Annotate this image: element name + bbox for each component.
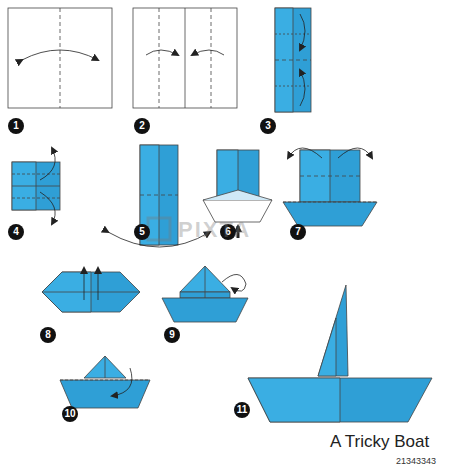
- step-number: 2: [134, 118, 150, 134]
- watermark: PIXTA: [178, 217, 251, 243]
- step-circle: [8, 224, 24, 240]
- step-number: 10: [62, 406, 78, 422]
- step-circle: [8, 118, 24, 134]
- step-circle: [290, 224, 306, 240]
- step-number: 11: [234, 402, 250, 418]
- step-circle: [134, 118, 150, 134]
- step-circle: [260, 118, 276, 134]
- step-number: 9: [164, 327, 180, 343]
- step-number: 3: [260, 118, 276, 134]
- step-circle: [134, 224, 150, 240]
- step-circle: [62, 406, 78, 422]
- step-circle: [164, 327, 180, 343]
- step-number: 5: [134, 224, 150, 240]
- step-circle: [234, 402, 250, 418]
- step-number: 8: [40, 327, 56, 343]
- image-id: 21343343: [396, 456, 436, 466]
- step-number: 4: [8, 224, 24, 240]
- diagram-title: A Tricky Boat: [330, 432, 429, 452]
- step-number: 7: [290, 224, 306, 240]
- step-number: 1: [8, 118, 24, 134]
- step-circle: [40, 327, 56, 343]
